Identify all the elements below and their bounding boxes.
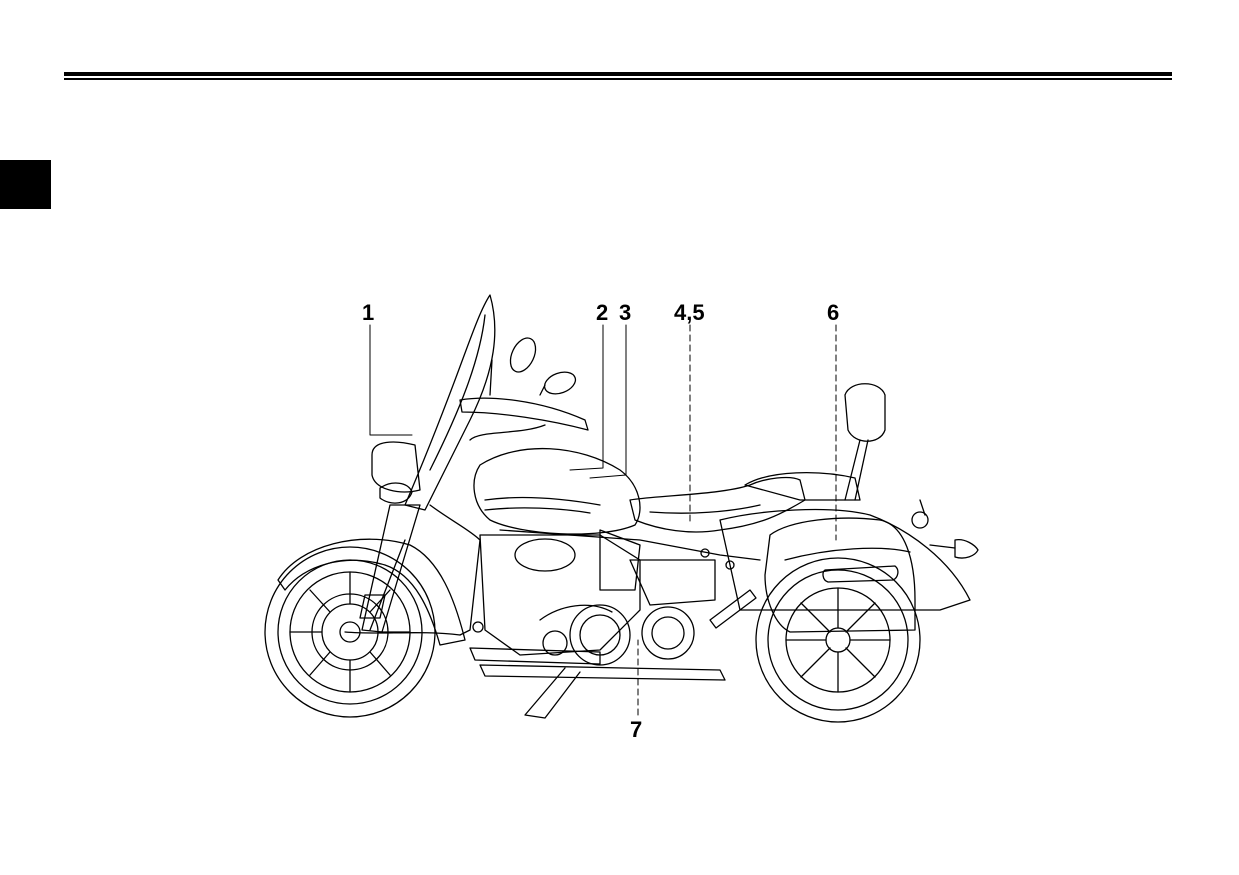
header-rule-thin [64, 78, 1172, 80]
front-wheel [264, 546, 436, 718]
callout-4-5: 4,5 [674, 300, 705, 325]
engine-block [479, 529, 716, 666]
callout-1: 1 [362, 300, 375, 325]
callout-6: 6 [827, 300, 840, 325]
chapter-tab [0, 160, 51, 209]
callout-3: 3 [619, 300, 632, 325]
saddlebag [764, 517, 916, 633]
rear-wheel [755, 557, 921, 723]
callout-7: 7 [630, 717, 643, 742]
callout-2: 2 [596, 300, 609, 325]
motorcycle-illustration [264, 294, 979, 723]
header-rule-thick [64, 72, 1172, 76]
